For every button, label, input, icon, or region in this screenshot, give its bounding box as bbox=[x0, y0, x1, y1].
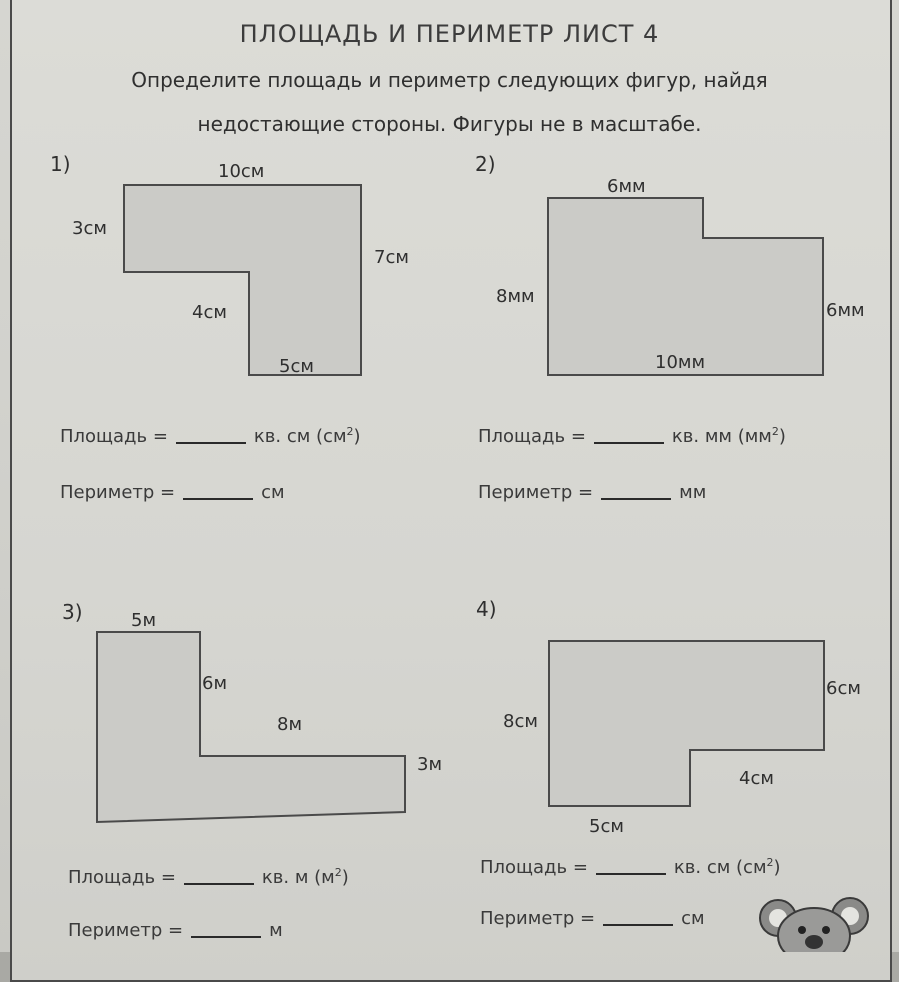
fig2-top-label: 6мм bbox=[607, 176, 646, 197]
perimeter-unit: см bbox=[261, 482, 285, 503]
area-label: Площадь = bbox=[480, 857, 588, 878]
fig3-area-line: Площадь = кв. м (м2) bbox=[68, 866, 349, 888]
area-label: Площадь = bbox=[60, 426, 168, 447]
area-unit: кв. м (м bbox=[261, 867, 335, 888]
figure-1-shape bbox=[123, 184, 362, 376]
perimeter-unit: см bbox=[681, 908, 705, 929]
perimeter-answer-blank[interactable] bbox=[601, 497, 672, 500]
area-unit-close: ) bbox=[341, 867, 349, 888]
perimeter-unit: мм bbox=[679, 482, 707, 503]
fig4-bottom-label: 5см bbox=[589, 816, 624, 837]
area-answer-blank[interactable] bbox=[595, 872, 666, 875]
perimeter-answer-blank[interactable] bbox=[191, 935, 262, 938]
fig1-bottom-label: 5см bbox=[279, 356, 314, 377]
fig2-right-label: 6мм bbox=[826, 300, 865, 321]
fig3-inner-vertical-label: 6м bbox=[202, 673, 228, 694]
area-answer-blank[interactable] bbox=[183, 882, 254, 885]
fig4-perimeter-line: Периметр = см bbox=[480, 908, 705, 929]
figure-3-shape bbox=[96, 631, 406, 824]
area-unit-sup: 2 bbox=[346, 425, 354, 438]
area-unit-close: ) bbox=[353, 426, 361, 447]
area-unit: кв. см (см bbox=[673, 857, 767, 878]
area-label: Площадь = bbox=[68, 867, 176, 888]
fig1-left-label: 3см bbox=[72, 218, 107, 239]
area-label: Площадь = bbox=[478, 426, 586, 447]
figure-4-shape bbox=[548, 640, 825, 807]
fig2-left-label: 8мм bbox=[496, 286, 535, 307]
perimeter-label: Периметр = bbox=[68, 920, 184, 941]
instruction-line-1: Определите площадь и периметр следующих … bbox=[131, 68, 768, 92]
perimeter-answer-blank[interactable] bbox=[183, 497, 254, 500]
problem-4-number: 4) bbox=[476, 597, 497, 621]
perimeter-label: Периметр = bbox=[478, 482, 594, 503]
figures-layer bbox=[96, 184, 825, 824]
fig3-perimeter-line: Периметр = м bbox=[68, 920, 283, 941]
fig3-right-label: 3м bbox=[417, 754, 443, 775]
area-unit-sup: 2 bbox=[771, 425, 779, 438]
problem-1-number: 1) bbox=[50, 152, 71, 176]
worksheet-title: ПЛОЩАДЬ И ПЕРИМЕТР ЛИСТ 4 bbox=[239, 20, 660, 48]
fig1-right-label: 7см bbox=[374, 247, 409, 268]
area-unit-close: ) bbox=[773, 857, 781, 878]
koala-icon bbox=[759, 897, 869, 952]
area-unit: кв. см (см bbox=[253, 426, 347, 447]
fig1-area-line: Площадь = кв. см (см2) bbox=[60, 425, 361, 447]
problem-3-number: 3) bbox=[62, 600, 83, 624]
fig1-top-label: 10см bbox=[218, 161, 265, 182]
perimeter-label: Периметр = bbox=[480, 908, 596, 929]
fig4-inner-label: 4см bbox=[739, 768, 774, 789]
fig1-perimeter-line: Периметр = см bbox=[60, 482, 285, 503]
area-unit-close: ) bbox=[778, 426, 786, 447]
fig4-left-label: 8см bbox=[503, 711, 538, 732]
area-answer-blank[interactable] bbox=[593, 441, 664, 444]
perimeter-unit: м bbox=[269, 920, 283, 941]
fig2-bottom-label: 10мм bbox=[655, 352, 706, 373]
fig1-inner-label: 4см bbox=[192, 302, 227, 323]
fig2-perimeter-line: Периметр = мм bbox=[478, 482, 706, 503]
perimeter-answer-blank[interactable] bbox=[603, 923, 674, 926]
area-answer-blank[interactable] bbox=[175, 441, 246, 444]
instruction-line-2: недостающие стороны. Фигуры не в масштаб… bbox=[197, 112, 702, 136]
fig3-top-label: 5м bbox=[131, 610, 157, 631]
perimeter-label: Периметр = bbox=[60, 482, 176, 503]
area-unit-sup: 2 bbox=[334, 866, 342, 879]
area-unit-sup: 2 bbox=[766, 856, 774, 869]
area-unit: кв. мм (мм bbox=[671, 426, 772, 447]
figure-2-shape bbox=[547, 197, 824, 376]
fig2-area-line: Площадь = кв. мм (мм2) bbox=[478, 425, 786, 447]
fig4-right-label: 6см bbox=[826, 678, 861, 699]
fig4-area-line: Площадь = кв. см (см2) bbox=[480, 856, 781, 878]
problem-2-number: 2) bbox=[475, 152, 496, 176]
fig3-inner-horizontal-label: 8м bbox=[277, 714, 303, 735]
